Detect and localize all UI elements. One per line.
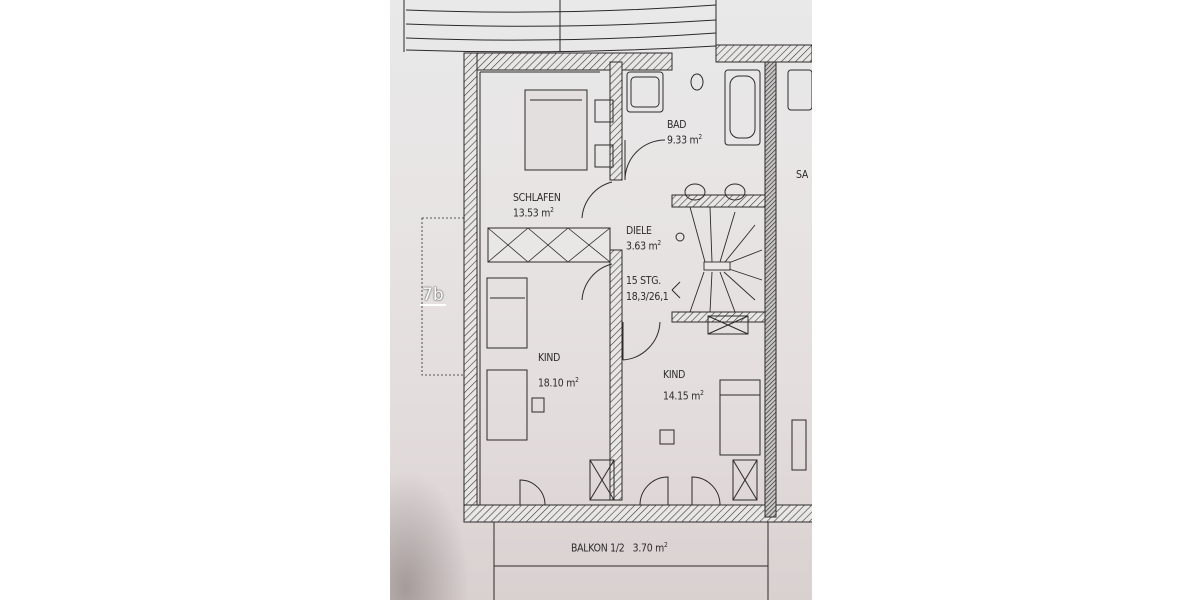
area-exponent: 2 (700, 389, 704, 397)
floor-plan-photo: SCHLAFEN 13.53 m2 BAD 9.33 m2 DIELE 3.63… (390, 0, 812, 600)
room-area: 3.63 (626, 239, 646, 253)
stairs-label: 15 STG. 18,3/26,1 (626, 273, 669, 305)
area-unit: m (655, 541, 665, 555)
room-label-kind-2: KIND 14.15 m2 (663, 366, 704, 406)
area-unit: m (689, 133, 699, 147)
annotation-tag: 7b (420, 285, 446, 306)
photo-shadow (390, 470, 470, 600)
area-unit: m (541, 206, 551, 220)
room-area: 18.10 (538, 376, 564, 390)
room-name: KIND (663, 368, 686, 381)
area-unit: m (691, 389, 701, 403)
room-label-bad: BAD 9.33 m2 (667, 118, 702, 147)
room-area: 9.33 (667, 133, 687, 147)
room-label-partial: SA (796, 168, 809, 181)
stairs-ratio: 18,3/26,1 (626, 290, 669, 303)
stairs-steps: 15 STG. (626, 274, 661, 287)
room-area: 3.70 (632, 541, 653, 555)
area-exponent: 2 (575, 376, 579, 384)
room-label-kind-1: KIND 18.10 m2 (538, 347, 579, 395)
room-label-schlafen: SCHLAFEN 13.53 m2 (513, 191, 561, 220)
room-name: BALKON 1/2 (571, 541, 625, 555)
room-name: DIELE (626, 224, 652, 237)
area-exponent: 2 (550, 206, 554, 214)
room-area: 14.15 (663, 389, 689, 403)
area-exponent: 2 (664, 541, 668, 549)
area-unit: m (566, 376, 576, 390)
floor-plan-drawing (403, 0, 812, 600)
area-unit: m (648, 239, 658, 253)
room-label-diele: DIELE 3.63 m2 (626, 224, 661, 253)
room-area: 13.53 (513, 206, 539, 220)
room-name: SCHLAFEN (513, 191, 561, 204)
area-exponent: 2 (657, 239, 661, 247)
area-exponent: 2 (698, 133, 702, 141)
room-name: KIND (538, 351, 561, 364)
room-label-balkon: BALKON 1/2 3.70 m2 (571, 539, 668, 555)
room-name: BAD (667, 118, 687, 131)
